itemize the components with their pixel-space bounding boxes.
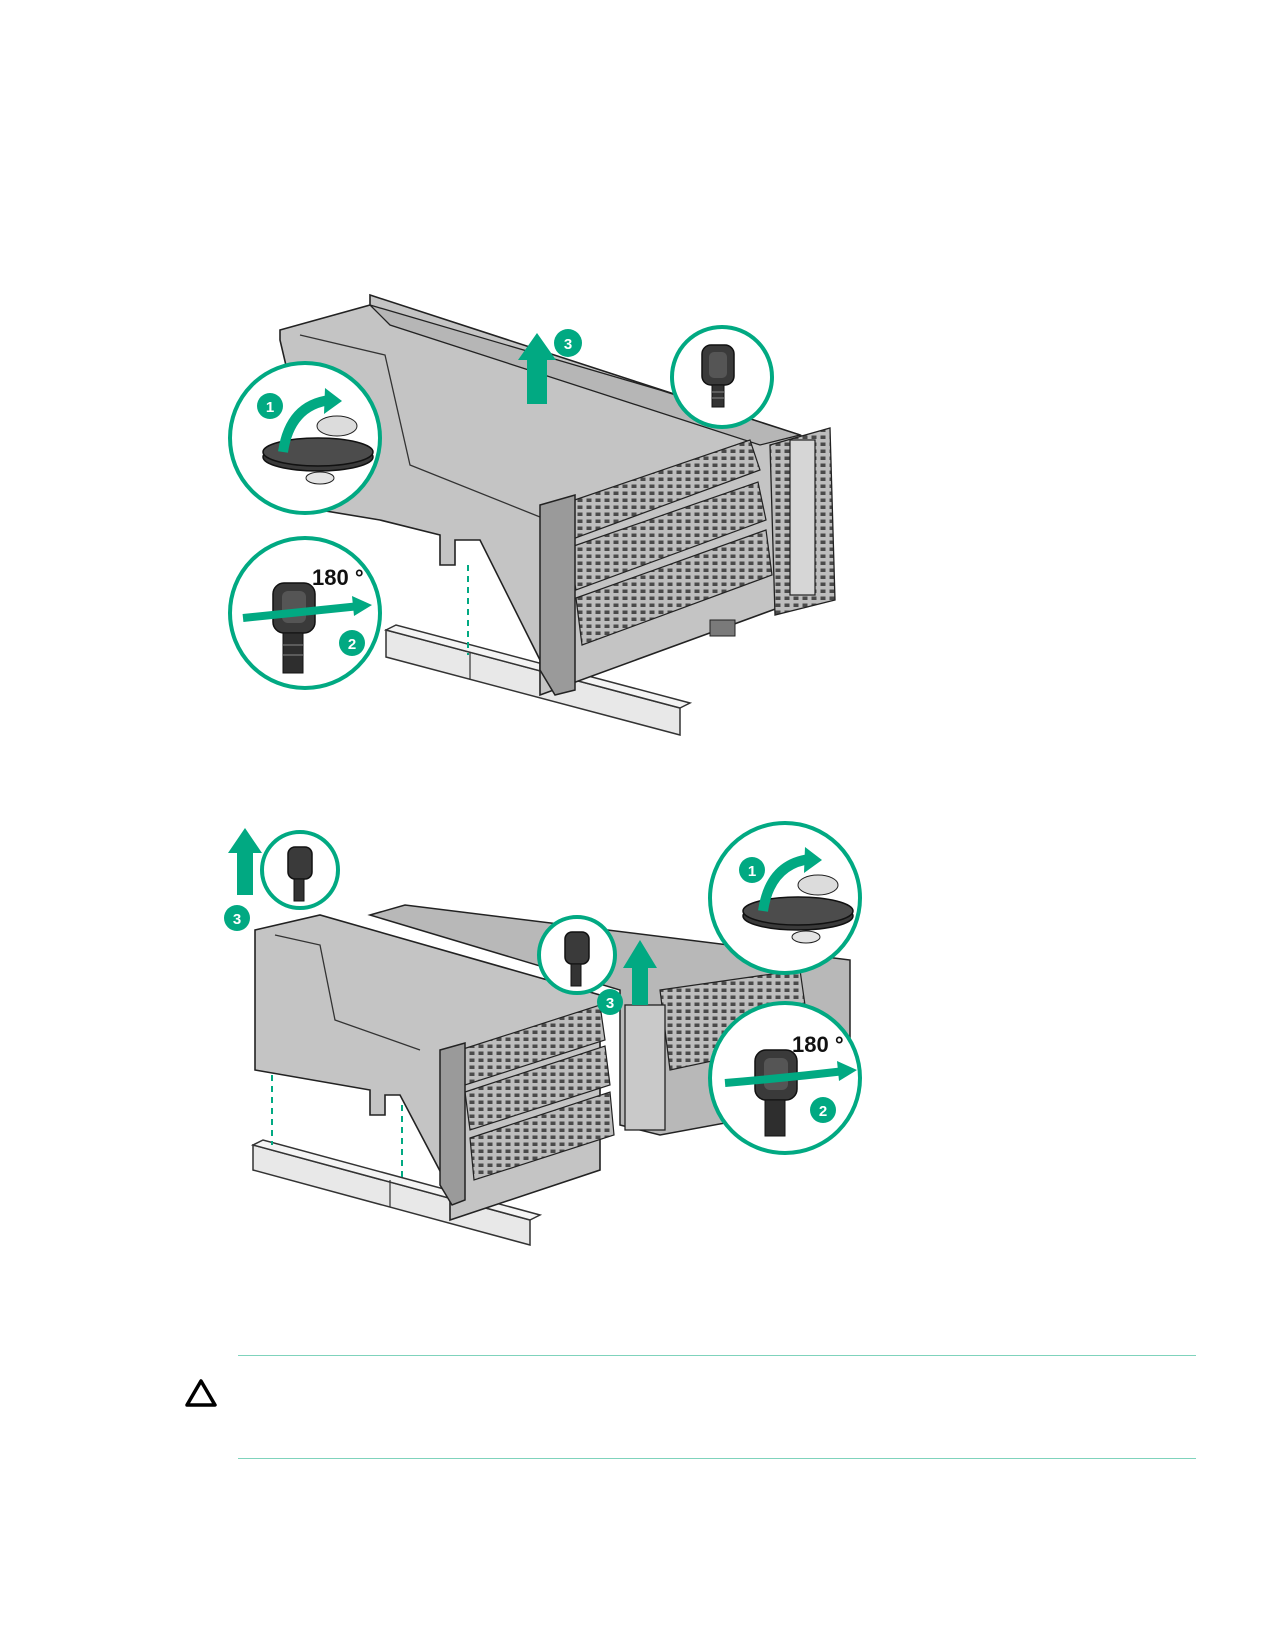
callout-1-top: 1 xyxy=(266,399,274,416)
latch-lever-detail-right-icon xyxy=(742,847,854,944)
callout-2-top: 2 xyxy=(348,636,356,653)
latch-lever-detail-icon xyxy=(262,388,374,485)
caution-notice xyxy=(238,1355,1196,1459)
thumbscrew-rotate-detail-icon xyxy=(242,582,372,674)
callout-3-top: 3 xyxy=(564,336,572,353)
thumbscrew-detail-left-icon xyxy=(287,846,313,902)
riser-cage-top-illustration: 3 1 xyxy=(228,293,836,736)
callout-2-bottom: 2 xyxy=(819,1103,827,1120)
callout-3-bottom-left: 3 xyxy=(233,911,241,928)
rotation-label-top: 180 ° xyxy=(312,565,364,590)
thumbscrew-detail-icon xyxy=(701,344,735,408)
rotation-label-bottom: 180 ° xyxy=(792,1032,844,1057)
thumbscrew-rotate-detail-right-icon xyxy=(724,1049,857,1137)
callout-1-bottom: 1 xyxy=(748,863,756,880)
callout-3-bottom-middle: 3 xyxy=(606,995,614,1012)
illustration-area: 3 1 xyxy=(224,293,862,1246)
caution-triangle-icon xyxy=(184,1378,218,1408)
thumbscrew-detail-middle-icon xyxy=(564,931,590,987)
riser-cage-bottom-illustration: 3 3 1 xyxy=(224,821,862,1246)
